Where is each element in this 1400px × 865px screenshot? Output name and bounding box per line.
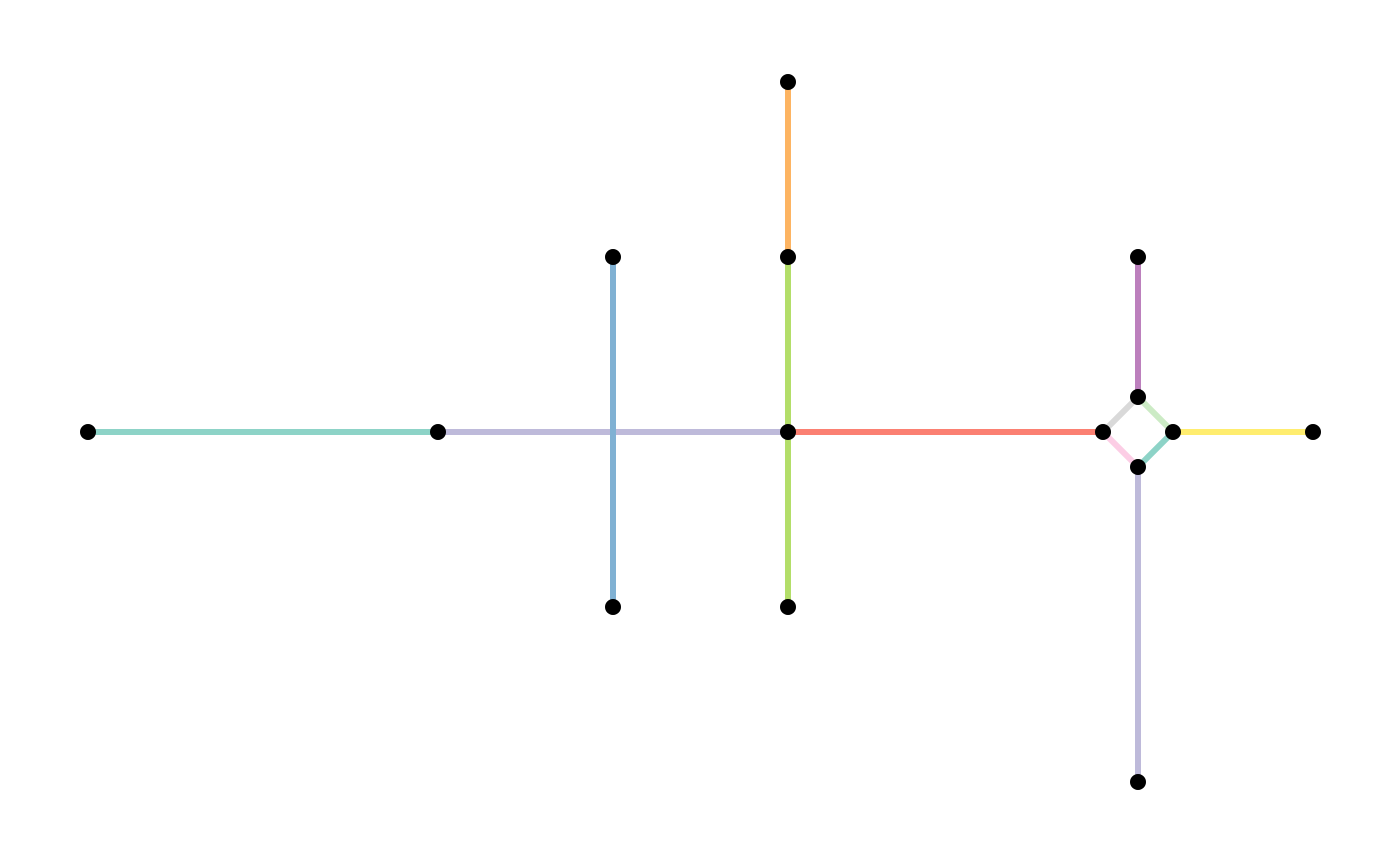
- edge-n9-n13: [1100, 429, 1141, 470]
- node-n11: [1130, 389, 1146, 405]
- edge-n13-n12: [1135, 429, 1176, 470]
- node-n13: [1130, 459, 1146, 475]
- node-n4: [605, 249, 621, 265]
- edge-n9-n11: [1100, 394, 1141, 435]
- node-n9: [1095, 424, 1111, 440]
- node-n2: [430, 424, 446, 440]
- edges-layer: [88, 82, 1313, 782]
- node-n6: [780, 74, 796, 90]
- node-n8: [780, 599, 796, 615]
- edge-n11-n12: [1135, 394, 1176, 435]
- nodes-layer: [80, 74, 1321, 790]
- node-n5: [605, 599, 621, 615]
- node-n12: [1165, 424, 1181, 440]
- node-n15: [1130, 774, 1146, 790]
- node-n7: [780, 249, 796, 265]
- node-n10: [1130, 249, 1146, 265]
- node-n14: [1305, 424, 1321, 440]
- node-n1: [80, 424, 96, 440]
- node-n3: [780, 424, 796, 440]
